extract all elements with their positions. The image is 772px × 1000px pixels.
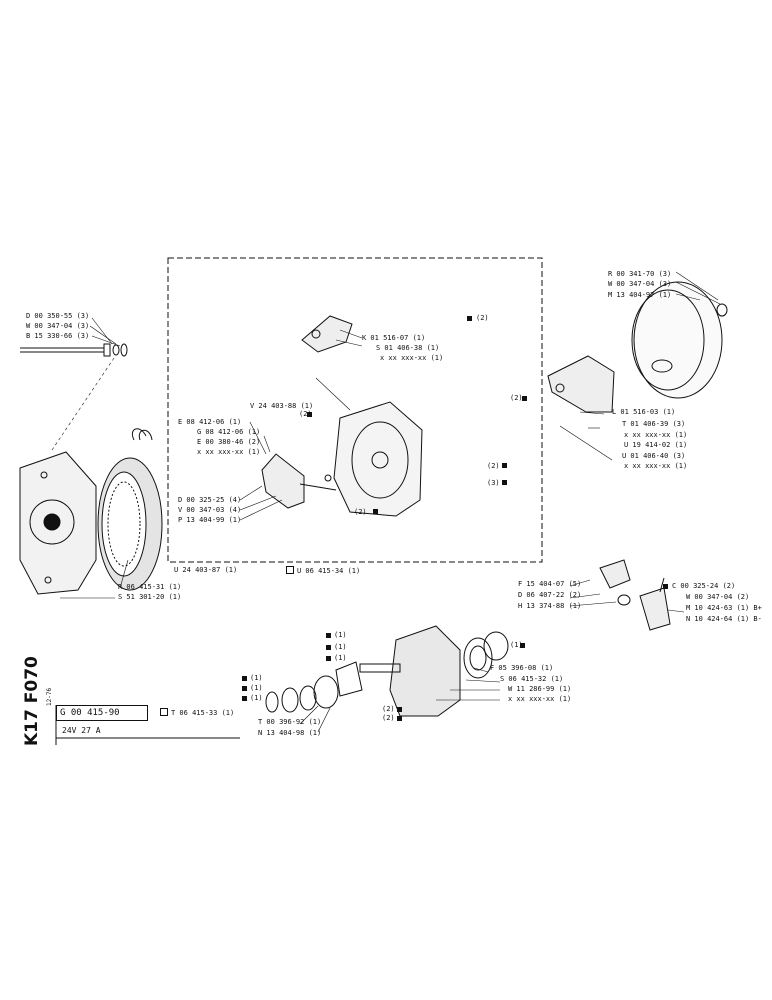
kit-ref-text: T 06 415-33 (1) — [171, 709, 235, 717]
rating-description: 24V 27 A — [62, 726, 101, 735]
rectifier-bracket — [301, 315, 353, 353]
part-label: E 08 412-06 (1) — [178, 418, 242, 426]
part-number-box: G 00 415-90 — [56, 705, 148, 721]
part-label: (2) — [476, 314, 489, 322]
fan-cover — [631, 281, 728, 399]
part-label: U 24 403-87 (1) — [174, 566, 238, 574]
part-label: (1) — [334, 643, 347, 651]
part-label: (3) — [487, 479, 500, 487]
regulator-plate — [261, 453, 337, 509]
rotor — [359, 625, 509, 717]
part-label: V 00 347-03 (4) — [178, 506, 242, 514]
part-number: G 00 415-90 — [60, 708, 120, 718]
part-label: M 10 424-63 (1) B+ — [686, 604, 762, 612]
part-label: H 13 374-88 (1) — [518, 602, 582, 610]
through-bolt — [20, 343, 128, 357]
part-label: (2) — [382, 714, 395, 722]
capacitor — [639, 577, 671, 631]
checkbox-icon — [286, 566, 294, 574]
part-label: (2) — [354, 508, 367, 516]
part-label: T 01 406-39 (3) — [622, 420, 686, 428]
part-label-text: U 06 415-34 (1) — [297, 567, 361, 575]
part-label: (2) — [299, 410, 312, 418]
part-label: R 06 415-31 (1) — [118, 583, 182, 591]
part-label: N 10 424-64 (1) B- — [686, 615, 762, 623]
brush-holder — [547, 355, 615, 413]
part-label: (1) — [334, 631, 347, 639]
part-label: x xx xxx-xx (1) — [380, 354, 444, 362]
part-label: U 01 406-40 (3) — [622, 452, 686, 460]
part-label: N 13 404-98 (1) — [258, 729, 322, 737]
part-label: G 08 412-06 (1) — [197, 428, 261, 436]
part-label: S 06 415-32 (1) — [500, 675, 564, 683]
part-label: x xx xxx-xx (1) — [197, 448, 261, 456]
part-label: M 13 404-97 (1) — [608, 291, 672, 299]
bearing-stack — [265, 661, 363, 713]
kit-ref: T 06 415-33 (1) — [160, 708, 234, 718]
part-label: D 00 325-25 (4) — [178, 496, 242, 504]
part-label: W 11 286-99 (1) — [508, 685, 572, 693]
part-label: (2) — [487, 462, 500, 470]
part-label: S 51 301-20 (1) — [118, 593, 182, 601]
slip-ring-housing — [333, 401, 423, 517]
part-label: F 05 396-08 (1) — [490, 664, 554, 672]
part-label: W 00 347-04 (2) — [686, 593, 750, 601]
part-label: D 06 407-22 (2) — [518, 591, 582, 599]
part-label: (1) — [250, 674, 263, 682]
part-label: U 06 415-34 (1) — [286, 566, 360, 576]
part-label: R 00 341-70 (3) — [608, 270, 672, 278]
part-label: T 00 396-92 (1) — [258, 718, 322, 726]
part-label: D 00 350-55 (3) — [26, 312, 90, 320]
part-label: (1) — [510, 641, 523, 649]
part-label: W 00 347-04 (3) — [608, 280, 672, 288]
part-label: K 01 516-07 (1) — [362, 334, 426, 342]
part-label: F 15 404-07 (5) — [518, 580, 582, 588]
sheet-code-text: K17 F070 — [22, 656, 42, 746]
part-label: x xx xxx-xx (1) — [508, 695, 572, 703]
part-label: (1) — [334, 654, 347, 662]
part-label: (1) — [250, 684, 263, 692]
part-label: (2) — [382, 705, 395, 713]
sheet-code: K17 F070 — [14, 650, 44, 750]
part-label: U 19 414-02 (1) — [624, 441, 688, 449]
part-label: E 00 380-46 (2) — [197, 438, 261, 446]
part-label: L 01 516-03 (1) — [612, 408, 676, 416]
part-label: (1) — [250, 694, 263, 702]
drive-end-shield — [19, 451, 97, 595]
stator — [97, 428, 163, 591]
sheet-date: 12-76 — [46, 687, 53, 706]
part-label: S 01 406-38 (1) — [376, 344, 440, 352]
part-label: B 15 330-66 (3) — [26, 332, 90, 340]
part-label: x xx xxx-xx (1) — [624, 431, 688, 439]
part-label: V 24 403-88 (1) — [250, 402, 314, 410]
terminal-connector — [599, 559, 631, 606]
part-label: W 00 347-04 (3) — [26, 322, 90, 330]
part-label: (2) — [510, 394, 523, 402]
part-label: C 00 325-24 (2) — [672, 582, 736, 590]
checkbox-icon — [160, 708, 168, 716]
part-label: P 13 404-99 (1) — [178, 516, 242, 524]
part-label: x xx xxx-xx (1) — [624, 462, 688, 470]
assembly-frame — [167, 257, 543, 563]
